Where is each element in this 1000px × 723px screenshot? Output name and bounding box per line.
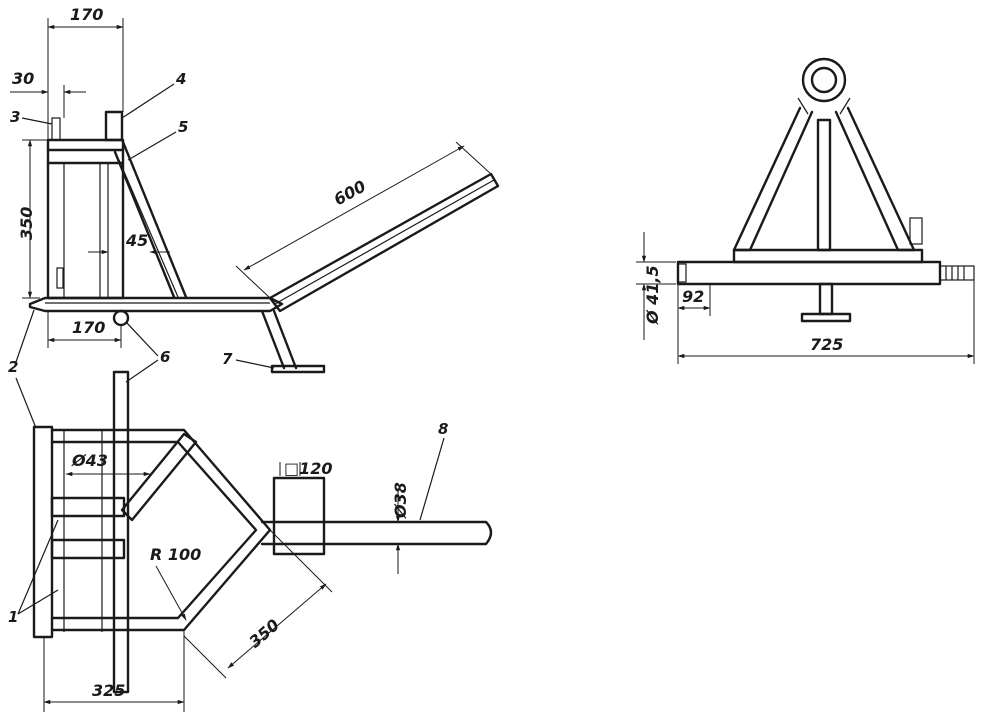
dim-base-325: 325 <box>92 681 125 700</box>
bottom-bar <box>28 296 284 313</box>
dim-height-350: 350 <box>17 207 36 240</box>
axle-6 <box>112 370 130 694</box>
dim-axle-41-5: Ø 41,5 <box>643 265 662 325</box>
dim-handle-600: 600 <box>331 176 369 209</box>
callout-1: 1 <box>8 608 18 626</box>
side-view: 170 30 350 45 170 600 <box>10 5 500 374</box>
square-block <box>272 476 326 556</box>
central-strut <box>816 118 832 252</box>
leg-left <box>732 106 814 252</box>
front-plate-2 <box>32 425 54 639</box>
dim-end-92: 92 <box>682 287 704 306</box>
dim-radius-100: R 100 <box>150 545 201 564</box>
callout-5: 5 <box>178 118 188 136</box>
base-beam <box>732 248 924 264</box>
front-foot <box>800 312 852 323</box>
callout-7: 7 <box>222 350 233 368</box>
callout-6: 6 <box>160 348 170 366</box>
leg-right <box>834 106 916 252</box>
ring <box>801 57 847 103</box>
bar-8 <box>260 520 493 546</box>
top-view: Ø43 □120 Ø38 R 100 350 325 <box>32 370 493 712</box>
dim-brace-45: 45 <box>125 231 148 250</box>
dim-top-width: 170 <box>70 5 103 24</box>
callout-3: 3 <box>10 108 20 126</box>
diagonal-pipe <box>120 432 198 522</box>
dim-bottom-170: 170 <box>72 318 105 337</box>
dim-square-120: □120 <box>284 459 333 478</box>
dim-total-725: 725 <box>810 335 843 354</box>
dim-offset-30: 30 <box>12 69 34 88</box>
y-frame-inner <box>50 440 258 620</box>
callouts: 1 2 3 4 5 6 7 8 <box>8 70 448 626</box>
front-view: Ø 41,5 92 725 <box>636 57 975 364</box>
dim-arm-350: 350 <box>245 615 283 651</box>
callout-2: 2 <box>8 358 18 376</box>
front-axle <box>676 260 942 286</box>
dim-bar-38: Ø38 <box>391 482 410 519</box>
hinge-6 <box>112 309 130 327</box>
callout-8: 8 <box>438 420 448 438</box>
callout-4: 4 <box>175 70 186 88</box>
brace-5 <box>121 140 188 299</box>
foot-7 <box>270 364 326 374</box>
post-4 <box>104 110 124 142</box>
post-3 <box>51 117 61 141</box>
dim-pipe-43: Ø43 <box>71 451 108 470</box>
